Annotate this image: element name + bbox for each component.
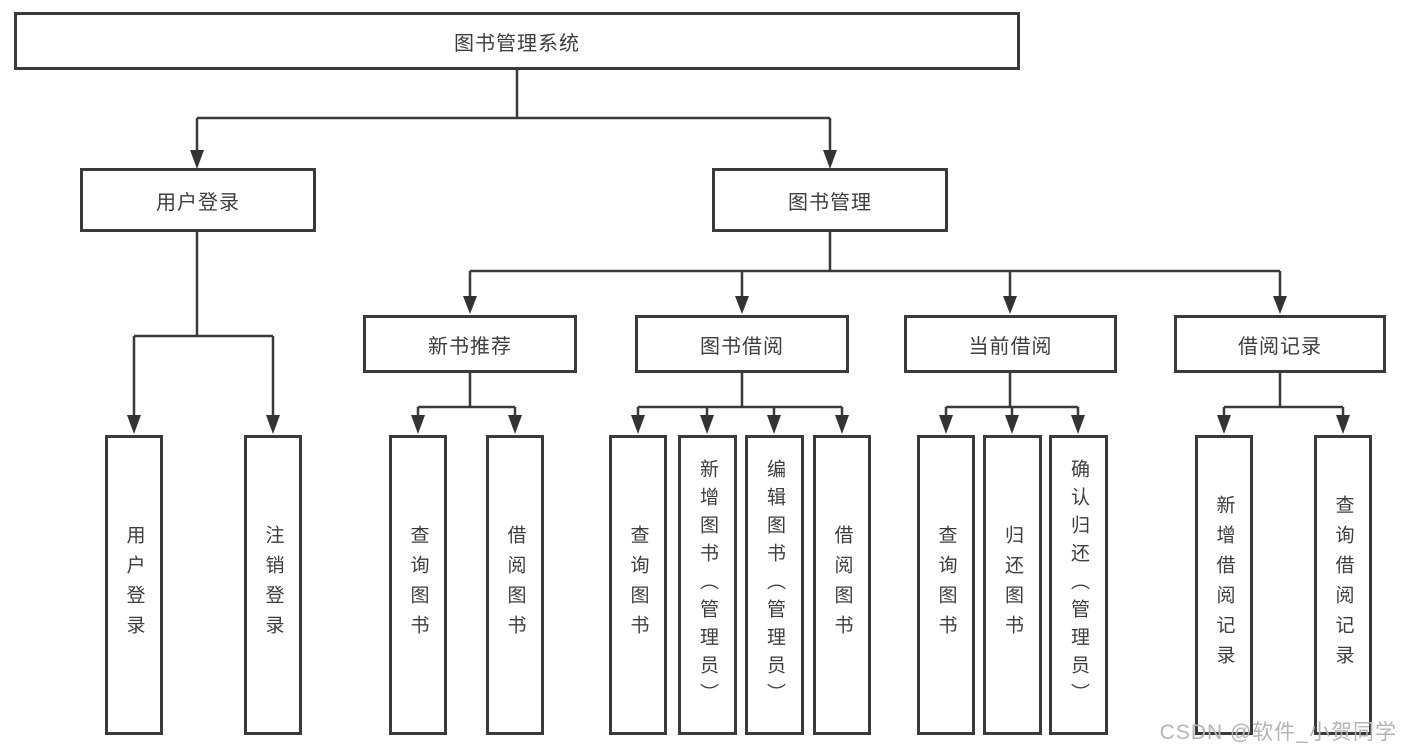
leaf-query-books-recommend: 查询图书 — [389, 435, 447, 735]
leaf-logout: 注销登录 — [244, 435, 302, 735]
leaf-query-books-borrow: 查询图书 — [609, 435, 667, 735]
node-borrow-records-label: 借阅记录 — [1238, 335, 1322, 358]
leaf-query-books-borrow-label: 查询图书 — [627, 525, 649, 645]
leaf-edit-book-admin: 编辑图书（管理员） — [745, 435, 804, 735]
node-borrow-records: 借阅记录 — [1174, 315, 1386, 373]
leaf-confirm-return-admin: 确认归还（管理员） — [1049, 435, 1108, 735]
leaf-borrow-books-borrow: 借阅图书 — [813, 435, 871, 735]
leaf-borrow-books-borrow-label: 借阅图书 — [831, 525, 853, 645]
leaf-query-books-current: 查询图书 — [917, 435, 975, 735]
leaf-add-book-admin: 新增图书（管理员） — [678, 435, 737, 735]
leaf-query-books-recommend-label: 查询图书 — [407, 525, 429, 645]
leaf-query-borrow-record-label: 查询借阅记录 — [1332, 495, 1354, 675]
leaf-user-login: 用户登录 — [105, 435, 163, 735]
leaf-confirm-return-admin-label: 确认归还（管理员） — [1068, 459, 1089, 711]
leaf-add-borrow-record: 新增借阅记录 — [1195, 435, 1253, 735]
node-book-management: 图书管理 — [712, 168, 948, 232]
node-book-management-label: 图书管理 — [788, 191, 872, 214]
leaf-user-login-label: 用户登录 — [123, 525, 145, 645]
node-book-borrow: 图书借阅 — [635, 315, 849, 373]
leaf-add-borrow-record-label: 新增借阅记录 — [1213, 495, 1235, 675]
arrowheads — [127, 150, 1350, 434]
node-user-login-label: 用户登录 — [156, 191, 240, 214]
node-new-book-recommend: 新书推荐 — [363, 315, 577, 373]
leaf-borrow-books-recommend: 借阅图书 — [486, 435, 544, 735]
leaf-query-books-current-label: 查询图书 — [935, 525, 957, 645]
node-library-management-system: 图书管理系统 — [14, 12, 1020, 70]
node-current-borrow-label: 当前借阅 — [968, 335, 1053, 358]
node-user-login: 用户登录 — [80, 168, 316, 232]
node-library-management-system-label: 图书管理系统 — [454, 32, 580, 55]
leaf-return-books: 归还图书 — [983, 435, 1042, 735]
node-current-borrow: 当前借阅 — [904, 315, 1117, 373]
leaf-logout-label: 注销登录 — [262, 525, 284, 645]
leaf-edit-book-admin-label: 编辑图书（管理员） — [764, 459, 785, 711]
leaf-return-books-label: 归还图书 — [1002, 525, 1023, 645]
leaf-borrow-books-recommend-label: 借阅图书 — [504, 525, 526, 645]
node-book-borrow-label: 图书借阅 — [700, 335, 784, 358]
leaf-add-book-admin-label: 新增图书（管理员） — [697, 459, 718, 711]
node-new-book-recommend-label: 新书推荐 — [428, 335, 512, 358]
csdn-watermark: CSDN @软件_小贺同学 — [1159, 721, 1397, 744]
leaf-query-borrow-record: 查询借阅记录 — [1314, 435, 1372, 735]
